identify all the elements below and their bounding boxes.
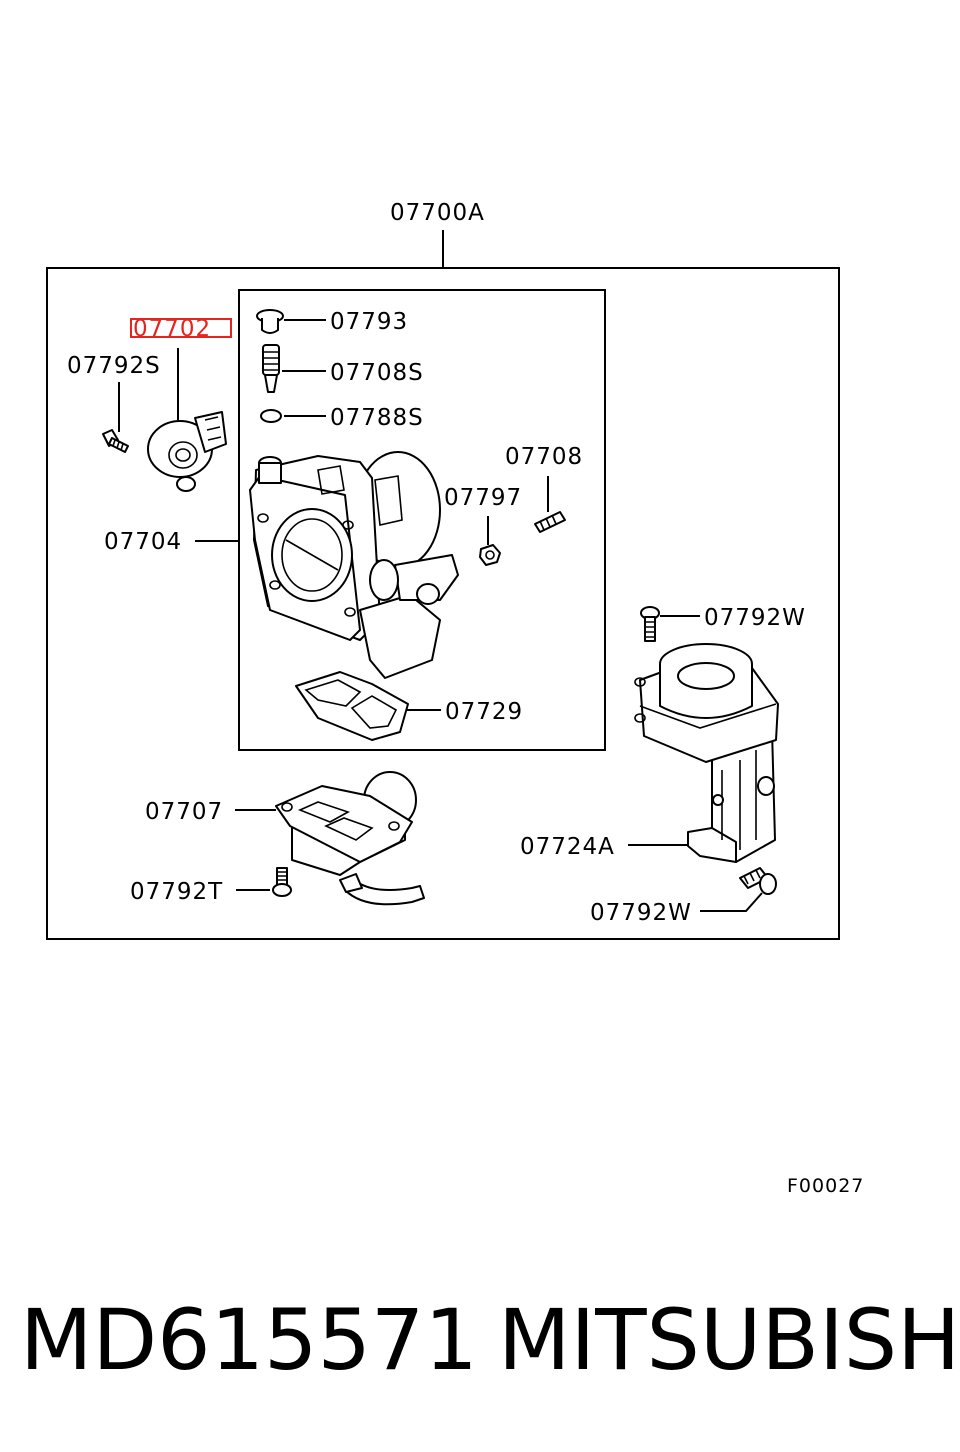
subassembly-frame xyxy=(238,289,606,751)
bracket-bolt-bottom[interactable] xyxy=(739,867,777,895)
throttle-body[interactable] xyxy=(249,451,459,679)
footer: MD615571 MITSUBISHI xyxy=(0,1290,960,1390)
label-07704[interactable]: 07704 xyxy=(104,529,182,555)
adjusting-screw[interactable] xyxy=(262,344,280,393)
nut[interactable] xyxy=(479,544,501,566)
label-07788S[interactable]: 07788S xyxy=(330,405,424,431)
leader-07792W-bottom xyxy=(700,892,763,912)
label-07700A[interactable]: 07700A xyxy=(390,200,485,226)
figure-code: F00027 xyxy=(787,1175,864,1197)
label-07707[interactable]: 07707 xyxy=(145,799,223,825)
bracket[interactable] xyxy=(634,643,779,863)
cap[interactable] xyxy=(256,309,284,334)
brand-name: MITSUBISHI xyxy=(498,1291,960,1389)
label-07702[interactable]: 07702 xyxy=(133,316,211,342)
label-07792T[interactable]: 07792T xyxy=(130,879,223,905)
o-ring[interactable] xyxy=(260,409,282,423)
stud[interactable] xyxy=(534,511,566,533)
label-07792W-bottom[interactable]: 07792W xyxy=(590,900,692,926)
label-07729[interactable]: 07729 xyxy=(445,699,523,725)
label-07708S[interactable]: 07708S xyxy=(330,360,424,386)
highlight-box-07702 xyxy=(130,318,232,338)
part-number: MD615571 xyxy=(20,1291,478,1389)
throttle-position-sensor[interactable] xyxy=(147,411,227,492)
adapter[interactable] xyxy=(275,771,425,906)
label-07708[interactable]: 07708 xyxy=(505,444,583,470)
label-07793[interactable]: 07793 xyxy=(330,309,408,335)
label-07792S[interactable]: 07792S xyxy=(67,353,161,379)
tps-screw[interactable] xyxy=(102,429,129,453)
adapter-bolt[interactable] xyxy=(272,867,292,897)
label-07797[interactable]: 07797 xyxy=(444,485,522,511)
bracket-bolt-top[interactable] xyxy=(640,606,660,642)
label-07724A[interactable]: 07724A xyxy=(520,834,615,860)
gasket[interactable] xyxy=(295,671,409,741)
label-07792W-top[interactable]: 07792W xyxy=(704,605,806,631)
